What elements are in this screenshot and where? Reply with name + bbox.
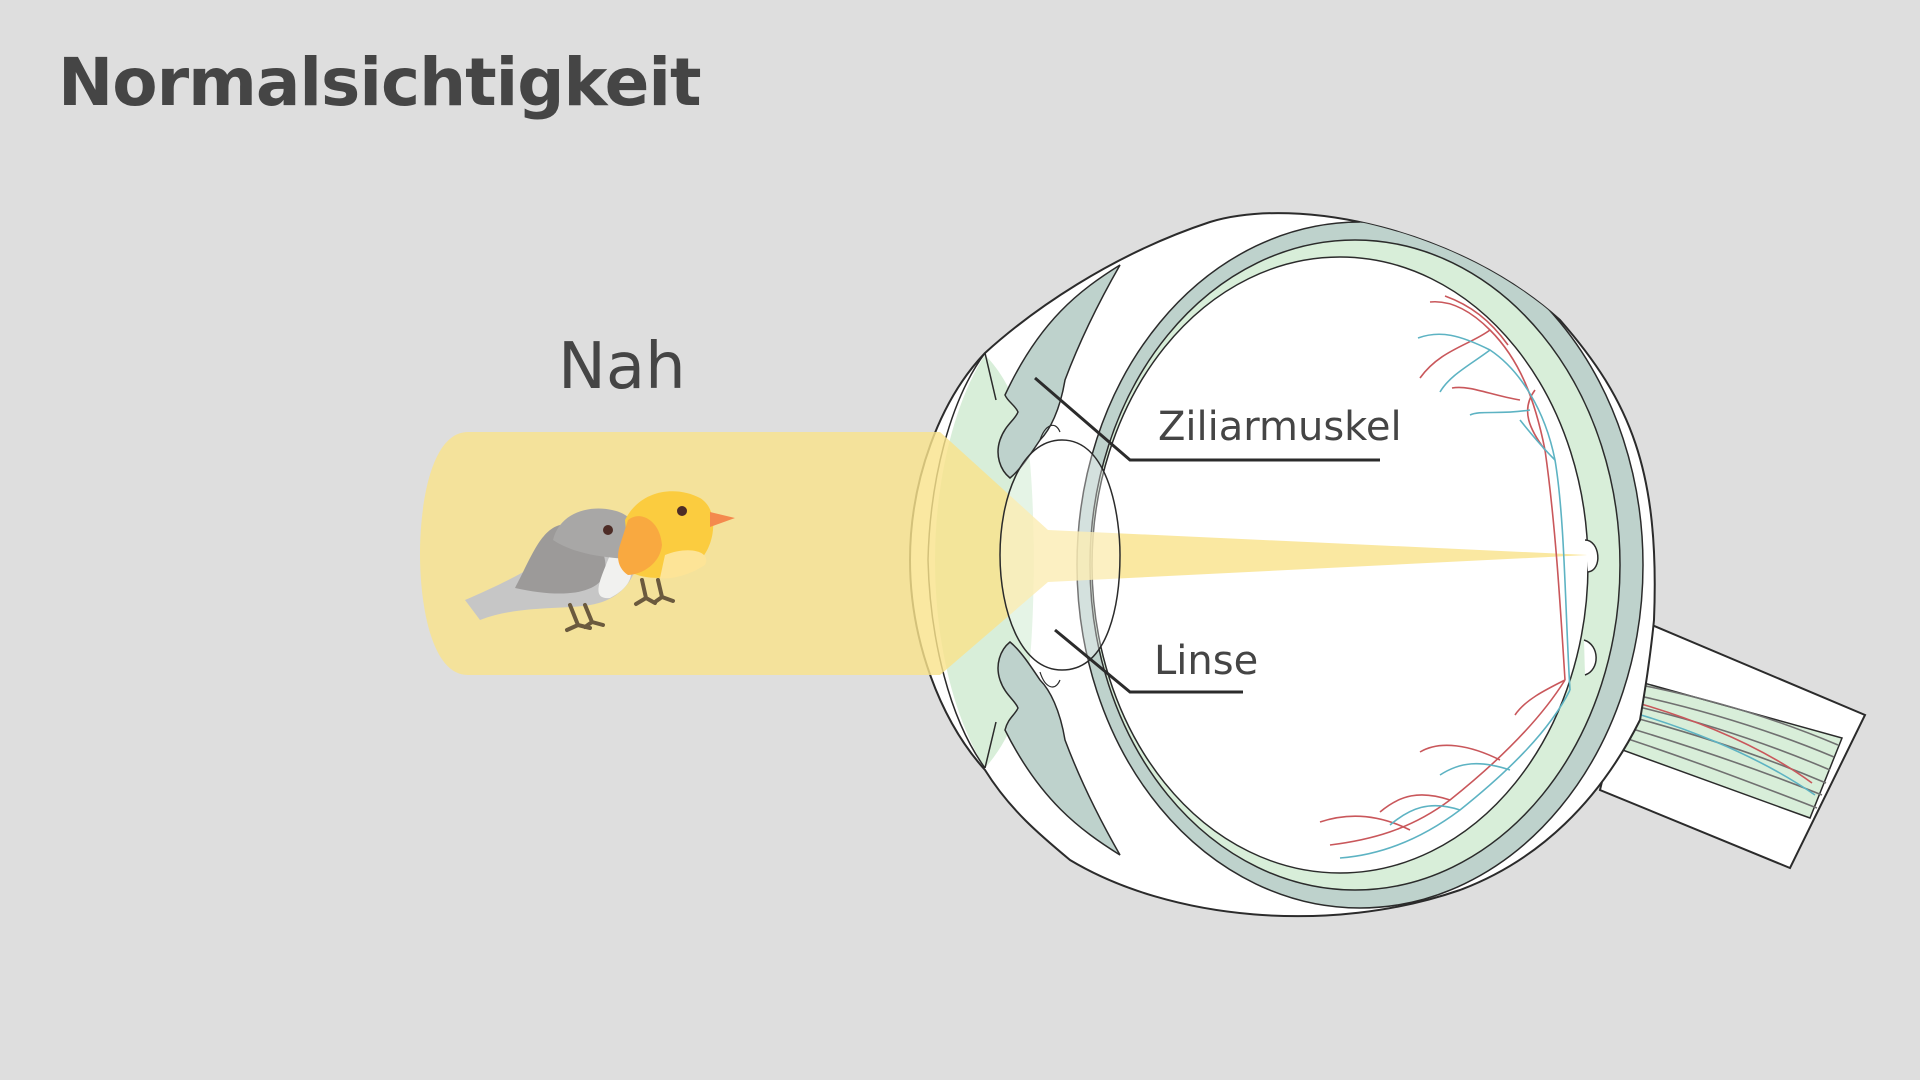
distance-label: Nah — [558, 330, 686, 404]
ciliary-body-lower — [997, 641, 1121, 856]
ciliary-muscle-leader — [1034, 376, 1380, 462]
retinal-vessels — [1319, 295, 1571, 859]
lens-leader — [1054, 628, 1243, 694]
lens-label: Linse — [1154, 638, 1258, 684]
yellow-bird-icon — [617, 491, 735, 606]
ciliary-muscle-label: Ziliarmuskel — [1158, 404, 1402, 450]
light-beam — [420, 432, 1588, 675]
lens — [999, 439, 1121, 671]
page-title: Normalsichtigkeit — [58, 44, 702, 121]
